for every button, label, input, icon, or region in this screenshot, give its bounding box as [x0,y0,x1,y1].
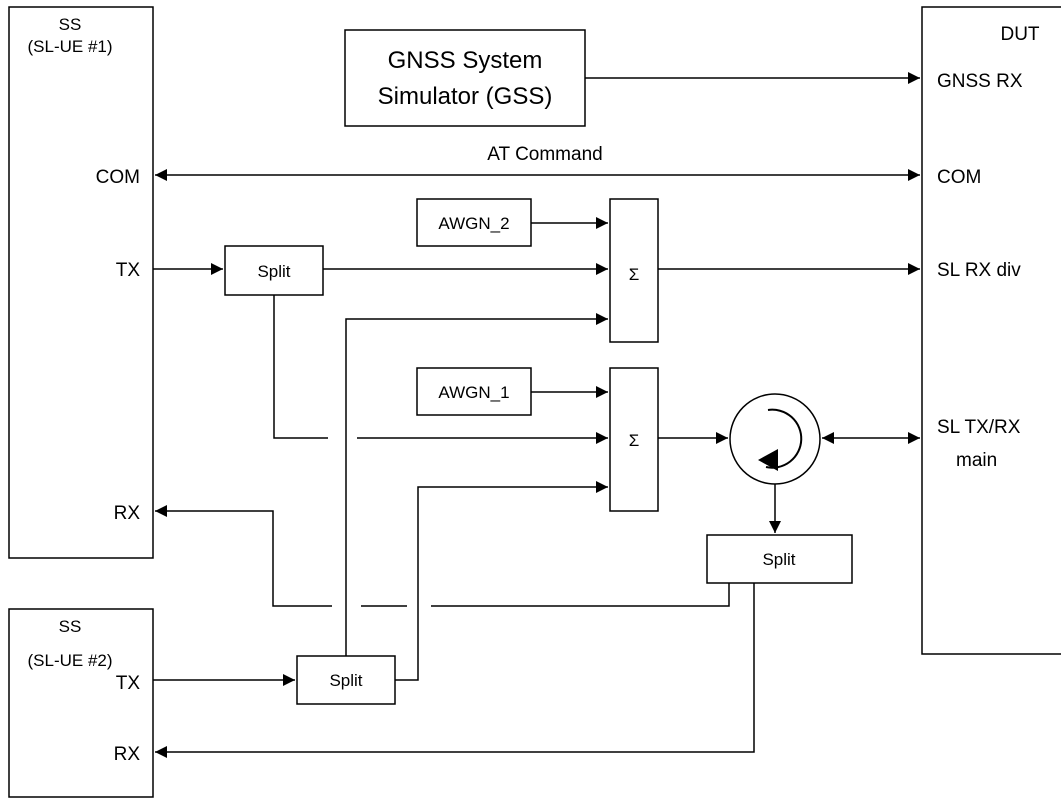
ss2-rx-port: RX [114,744,141,765]
ss2-title: SS [59,617,82,636]
ss1-tx-port: TX [116,260,141,281]
link-ss2-split-to-sum-top [345,313,608,656]
splitter-ss1-tx-label: Split [257,262,290,281]
circulator-rotation-icon [765,408,803,469]
link-split-to-ss1-rx-a [431,583,730,607]
link-split-to-sum-bottom-a [273,295,328,439]
dut-com-port: COM [937,167,981,188]
awgn2-label: AWGN_2 [438,214,509,233]
sum-bottom-symbol: Σ [629,431,640,450]
at-command-label: AT Command [487,144,602,165]
gss-label-line2: Simulator (GSS) [378,83,553,110]
ss1-com-port: COM [96,167,140,188]
link-split-to-ss1-rx-c [155,505,332,607]
splitter-ss2-tx-label: Split [329,671,362,690]
dut-sl-txrx-port-line1: SL TX/RX [937,417,1021,438]
combiner-sum-bottom: Σ [609,367,659,512]
circulator-arrowhead-icon [758,449,778,471]
awgn1-label: AWGN_1 [438,383,509,402]
circulator [729,393,821,485]
dut-sl-rx-div-port: SL RX div [937,260,1021,281]
ss2-tx-port: TX [116,673,141,694]
awgn2-box: AWGN_2 [416,198,532,247]
awgn1-box: AWGN_1 [416,367,532,416]
splitter-ss2-tx: Split [296,655,396,705]
link-split-to-ss2-rx [155,583,755,758]
dut-box: DUT GNSS RX COM SL RX div SL TX/RX main [921,6,1061,655]
splitter-ss1-tx: Split [224,245,324,296]
ss1-box: SS (SL-UE #1) COM TX RX [8,6,154,559]
combiner-sum-top: Σ [609,198,659,343]
sum-top-symbol: Σ [629,265,640,284]
ss1-rx-port: RX [114,503,141,524]
dut-title: DUT [1000,24,1039,45]
ss2-box: SS (SL-UE #2) TX RX [8,608,154,798]
dut-sl-txrx-port-line2: main [956,450,997,471]
link-ss2-split-to-sum-bottom [395,481,608,681]
splitter-circulator-label: Split [762,550,795,569]
ss2-subtitle: (SL-UE #2) [27,651,112,670]
gss-box: GNSS System Simulator (GSS) [344,29,586,127]
ss1-subtitle: (SL-UE #1) [27,37,112,56]
ss1-title: SS [59,15,82,34]
gss-label-line1: GNSS System [388,47,543,74]
splitter-circulator: Split [706,534,853,584]
dut-gnss-rx-port: GNSS RX [937,71,1023,92]
